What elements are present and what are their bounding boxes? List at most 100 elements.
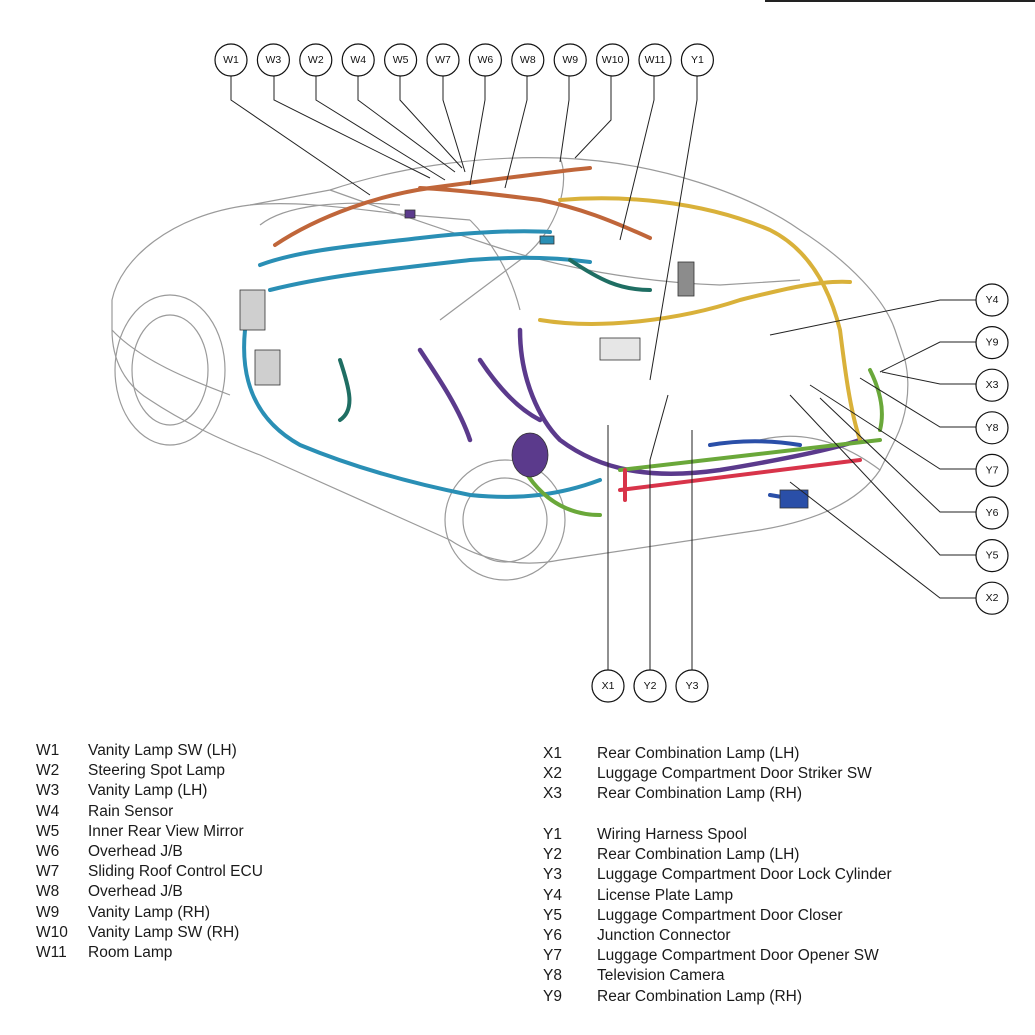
legend-description: Luggage Compartment Door Closer xyxy=(597,906,843,924)
callout-text: Y2 xyxy=(644,680,657,692)
callout-y6: Y6 xyxy=(975,496,1009,530)
legend-description: Rear Combination Lamp (RH) xyxy=(597,987,803,1005)
legend-description: Television Camera xyxy=(597,967,725,985)
callout-y7: Y7 xyxy=(975,453,1009,487)
legend-description: Vanity Lamp SW (LH) xyxy=(88,742,237,759)
harness-connectors xyxy=(239,209,809,509)
callout-circle xyxy=(384,43,418,77)
callout-circle xyxy=(975,581,1009,615)
legend-description: Vanity Lamp SW (RH) xyxy=(88,923,240,941)
legend-item: Y6 Junction Connector xyxy=(543,926,1023,946)
callout-text: Y5 xyxy=(986,550,999,562)
legend-code: W10 xyxy=(36,923,68,941)
callout-text: Y9 xyxy=(986,337,999,349)
callout-text: X1 xyxy=(602,680,615,692)
callout-circle xyxy=(975,411,1009,445)
legend-description: Vanity Lamp (LH) xyxy=(88,782,208,800)
legend-description: Junction Connector xyxy=(597,927,731,944)
cyan-harness-upper xyxy=(258,229,592,292)
callout-text: Y4 xyxy=(986,294,999,306)
legend-description: Steering Spot Lamp xyxy=(88,762,226,780)
callout-circle xyxy=(553,43,587,77)
legend-item: W8 Overhead J/B xyxy=(36,882,496,902)
callout-circle xyxy=(975,453,1009,487)
top-rule xyxy=(765,0,1035,2)
legend-code: W6 xyxy=(36,843,60,860)
legend-code: Y5 xyxy=(543,906,562,924)
callout-text: W7 xyxy=(435,54,451,66)
roof-harness xyxy=(273,166,652,247)
callout-text: X2 xyxy=(986,592,999,604)
legend-code: Y7 xyxy=(543,947,562,965)
cyan-harness-lower xyxy=(242,328,602,499)
legend-description: Inner Rear View Mirror xyxy=(88,822,244,840)
legend-code: W8 xyxy=(36,883,60,901)
callout-circle xyxy=(595,43,630,77)
callout-circle xyxy=(468,43,502,77)
legend-code: Y8 xyxy=(543,967,562,985)
callout-text: W3 xyxy=(266,54,282,66)
callout-circle xyxy=(975,538,1009,573)
callout-text: Y7 xyxy=(986,464,999,476)
callout-circle xyxy=(975,326,1009,360)
legend-code: Y1 xyxy=(543,826,562,843)
callout-w2: W2 xyxy=(299,43,333,77)
legend-code: W4 xyxy=(36,802,60,820)
legend-code: X1 xyxy=(543,745,562,762)
legend-code: X3 xyxy=(543,785,562,803)
legend-description: Luggage Compartment Door Lock Cylinder xyxy=(597,866,892,884)
legend-description: Rear Combination Lamp (LH) xyxy=(597,846,800,864)
callout-w9: W9 xyxy=(553,43,587,77)
legend-item: X1 Rear Combination Lamp (LH) xyxy=(543,744,1023,764)
legend-description: Rear Combination Lamp (LH) xyxy=(597,745,800,762)
callout-text: W10 xyxy=(602,54,624,66)
legend-description: Room Lamp xyxy=(88,944,173,961)
legend-description: Rain Sensor xyxy=(88,802,174,820)
callout-y8: Y8 xyxy=(975,411,1009,445)
legend-code: W1 xyxy=(36,742,60,759)
wiring-harness-bundles xyxy=(242,166,884,517)
legend-code: W7 xyxy=(36,863,60,881)
callout-y2: Y2 xyxy=(633,669,667,703)
legend-code: Y6 xyxy=(543,927,562,944)
legend-item: Y8 Television Camera xyxy=(543,966,1023,986)
callout-text: W5 xyxy=(393,54,409,66)
callout-text: W8 xyxy=(520,54,536,66)
callout-w5: W5 xyxy=(384,43,418,77)
callout-w6: W6 xyxy=(468,43,502,77)
callout-text: Y3 xyxy=(686,680,699,692)
callout-circle xyxy=(214,43,248,77)
legend-description: Overhead J/B xyxy=(88,883,183,901)
yellow-harness xyxy=(538,196,862,442)
legend-item: W4 Rain Sensor xyxy=(36,802,496,822)
legend-code: X2 xyxy=(543,765,562,783)
teal-harness xyxy=(338,258,652,422)
legend-description: License Plate Lamp xyxy=(597,886,734,904)
callout-circle xyxy=(975,368,1009,402)
callout-text: Y6 xyxy=(986,507,999,519)
callout-circle xyxy=(299,43,333,77)
callout-circle xyxy=(975,496,1009,530)
callout-y3: Y3 xyxy=(675,669,709,703)
legend-code: Y2 xyxy=(543,846,562,864)
callout-text: W2 xyxy=(308,54,324,66)
callout-x2: X2 xyxy=(975,581,1009,615)
callout-w10: W10 xyxy=(595,43,630,77)
legend-item: Y5 Luggage Compartment Door Closer xyxy=(543,906,1023,926)
callout-w1: W1 xyxy=(214,43,248,77)
legend-description: Rear Combination Lamp (RH) xyxy=(597,785,803,803)
callout-w7: W7 xyxy=(426,43,460,77)
legend-description: Vanity Lamp (RH) xyxy=(88,903,211,921)
callout-x3: X3 xyxy=(975,368,1009,402)
callout-text: W9 xyxy=(562,54,578,66)
